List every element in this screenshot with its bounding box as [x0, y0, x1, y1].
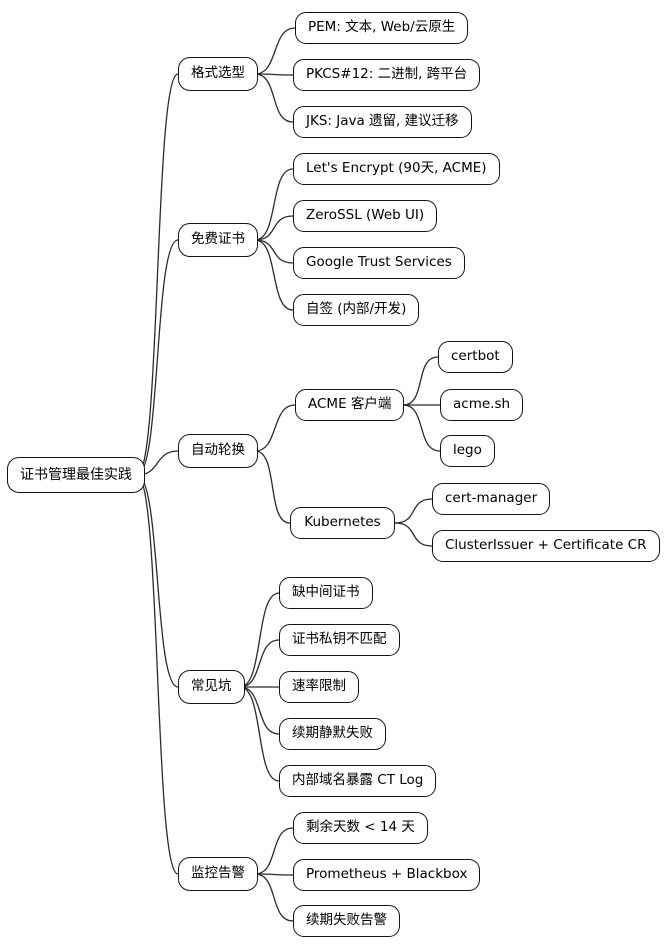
- node-cluster-issuer[interactable]: ClusterIssuer + Certificate CR: [432, 530, 660, 562]
- node-kubernetes[interactable]: Kubernetes: [290, 507, 395, 539]
- edge-free-letsencrypt: [254, 168, 294, 241]
- node-key-mismatch[interactable]: 证书私钥不匹配: [279, 624, 400, 656]
- node-silent-renewal-failure[interactable]: 续期静默失败: [279, 718, 386, 750]
- edge-monitoring-daysleft: [254, 827, 294, 875]
- edge-root-monitoring: [136, 474, 179, 875]
- node-cert-manager[interactable]: cert-manager: [432, 483, 551, 515]
- edge-acmeclients-lego: [402, 404, 441, 452]
- node-certbot[interactable]: certbot: [438, 341, 513, 373]
- node-free-certs[interactable]: 免费证书: [178, 223, 258, 257]
- edge-kubernetes-certmanager: [394, 498, 433, 524]
- node-lego[interactable]: lego: [440, 435, 495, 467]
- node-root[interactable]: 证书管理最佳实践: [7, 457, 145, 493]
- edge-pitfalls-keymismatch: [239, 639, 280, 688]
- node-acme-clients[interactable]: ACME 客户端: [295, 389, 405, 421]
- node-monitoring[interactable]: 监控告警: [178, 857, 258, 891]
- node-zerossl[interactable]: ZeroSSL (Web UI): [293, 200, 438, 232]
- edge-root-pitfalls: [136, 474, 179, 688]
- node-google-trust[interactable]: Google Trust Services: [293, 247, 465, 279]
- edge-pitfalls-silentfail: [239, 686, 280, 735]
- node-self-signed[interactable]: 自签 (内部/开发): [293, 294, 420, 326]
- node-missing-intermediate[interactable]: 缺中间证书: [279, 577, 373, 609]
- edge-kubernetes-clusterissuer: [394, 522, 433, 547]
- node-auto-rotation[interactable]: 自动轮换: [178, 434, 258, 468]
- edge-free-selfsigned: [254, 239, 294, 311]
- edge-acmeclients-certbot: [402, 356, 439, 406]
- node-days-remaining[interactable]: 剩余天数 < 14 天: [293, 812, 428, 844]
- edge-pitfalls-ctlog: [239, 686, 280, 782]
- edge-monitoring-renewalert: [254, 873, 294, 922]
- node-format-selection[interactable]: 格式选型: [178, 57, 258, 91]
- edge-root-free: [136, 239, 179, 476]
- node-pem[interactable]: PEM: 文本, Web/云原生: [295, 12, 469, 44]
- edge-free-zerossl: [254, 215, 294, 241]
- edge-format-pkcs12: [254, 73, 294, 76]
- edge-format-pem: [254, 27, 296, 75]
- edge-free-google: [254, 239, 294, 264]
- node-jks[interactable]: JKS: Java 遗留, 建议迁移: [293, 106, 472, 138]
- edge-format-jks: [254, 73, 294, 123]
- node-lets-encrypt[interactable]: Let's Encrypt (90天, ACME): [293, 153, 500, 185]
- node-ct-log-exposure[interactable]: 内部域名暴露 CT Log: [279, 765, 437, 797]
- edge-rotation-kubernetes: [254, 450, 291, 524]
- node-pitfalls[interactable]: 常见坑: [178, 670, 245, 704]
- node-pkcs12[interactable]: PKCS#12: 二进制, 跨平台: [293, 59, 481, 91]
- node-acme-sh[interactable]: acme.sh: [440, 389, 524, 421]
- node-renewal-failure-alert[interactable]: 续期失败告警: [293, 905, 400, 937]
- node-prometheus-blackbox[interactable]: Prometheus + Blackbox: [293, 859, 481, 891]
- edge-monitoring-prometheus: [254, 873, 294, 876]
- edge-rotation-acmeclients: [254, 404, 296, 452]
- edge-pitfalls-missingchain: [239, 592, 280, 688]
- node-rate-limit[interactable]: 速率限制: [279, 671, 359, 703]
- edge-root-format: [136, 73, 179, 476]
